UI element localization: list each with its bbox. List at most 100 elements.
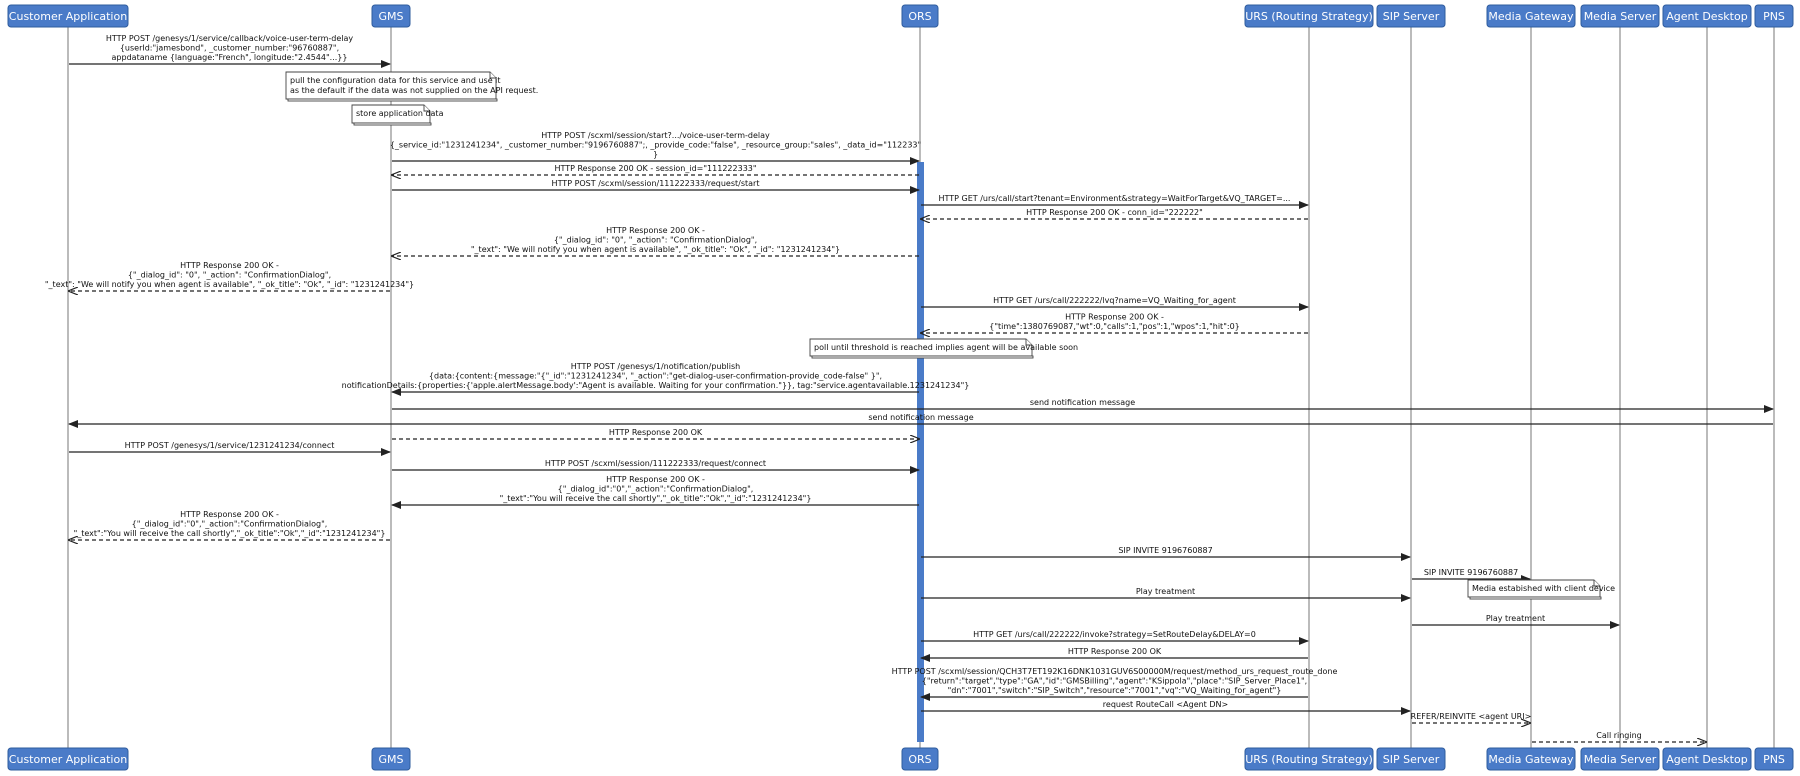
message-arrow: HTTP Response 200 OK -{"_dialog_id": "0"…: [392, 226, 919, 256]
note: poll until threshold is reached implies …: [809, 338, 1078, 359]
message-label: "_text":"You will receive the call short…: [500, 494, 812, 503]
message-label: HTTP POST /genesys/1/service/callback/vo…: [106, 34, 354, 43]
message-arrow: HTTP Response 200 OK: [920, 647, 1308, 662]
participant-label: ORS: [908, 753, 931, 766]
message-label: Call ringing: [1596, 731, 1642, 740]
message-label: send notification message: [868, 413, 973, 422]
message-label: HTTP POST /scxml/session/start?.../voice…: [541, 131, 770, 140]
participant-urs-bottom: URS (Routing Strategy): [1244, 747, 1374, 771]
message-arrow: HTTP GET /urs/call/222222/invoke?strateg…: [921, 630, 1309, 645]
participant-sip-top: SIP Server: [1376, 4, 1446, 28]
message-arrow: send notification message: [68, 413, 1773, 428]
participant-gms-top: GMS: [371, 4, 411, 28]
participant-customer-bottom: Customer Application: [7, 747, 129, 771]
ors-activation-bar: [917, 162, 924, 742]
message-label: HTTP POST /scxml/session/111222333/reque…: [545, 459, 766, 468]
participant-pns-bottom: PNS: [1754, 747, 1794, 771]
participant-mgw-top: Media Gateway: [1486, 4, 1576, 28]
participant-label: GMS: [379, 753, 404, 766]
message-label: {"time":1380769087,"wt":0,"calls":1,"pos…: [989, 322, 1240, 331]
participant-label: Customer Application: [9, 753, 127, 766]
message-label: HTTP GET /urs/call/222222/invoke?strateg…: [973, 630, 1256, 639]
message-label: HTTP POST /scxml/session/QCH3T7ET192K16D…: [892, 667, 1338, 676]
participant-pns-top: PNS: [1754, 4, 1794, 28]
message-arrow: request RouteCall <Agent DN>: [921, 700, 1411, 715]
message-arrow: HTTP Response 200 OK -{"_dialog_id": "0"…: [45, 261, 414, 291]
note-text: as the default if the data was not suppl…: [290, 86, 538, 95]
participant-label: SIP Server: [1383, 753, 1440, 766]
participant-label: URS (Routing Strategy): [1245, 10, 1373, 23]
message-arrow: Call ringing: [1532, 731, 1706, 742]
message-arrow: REFER/REINVITE <agent URI>: [1411, 712, 1532, 723]
message-arrow: HTTP POST /scxml/session/start?.../voice…: [390, 131, 921, 165]
message-label: {"_dialog_id": "0", "_action": "Confirma…: [554, 236, 757, 245]
message-arrow: HTTP Response 200 OK -{"_dialog_id":"0",…: [69, 510, 390, 540]
participant-mgw-bottom: Media Gateway: [1486, 747, 1576, 771]
message-label: HTTP Response 200 OK -: [180, 510, 279, 519]
message-arrow: SIP INVITE 9196760887: [921, 546, 1411, 561]
message-arrow: HTTP Response 200 OK -{"_dialog_id":"0",…: [391, 475, 919, 509]
message-arrow: HTTP Response 200 OK - session_id="11122…: [392, 164, 919, 175]
message-arrow: HTTP POST /scxml/session/111222333/reque…: [392, 179, 920, 194]
note: store application data: [351, 104, 444, 126]
note-text: poll until threshold is reached implies …: [814, 343, 1078, 352]
message-label: HTTP Response 200 OK -: [606, 475, 705, 484]
message-arrow: Play treatment: [921, 587, 1411, 602]
note-text: pull the configuration data for this ser…: [290, 76, 501, 85]
message-label: HTTP GET /urs/call/222222/lvq?name=VQ_Wa…: [993, 296, 1236, 305]
message-label: HTTP Response 200 OK - conn_id="222222": [1026, 208, 1203, 217]
message-label: "_text": "We will notify you when agent …: [45, 280, 414, 289]
message-arrow: send notification message: [392, 398, 1774, 413]
message-label: {"_dialog_id":"0","_action":"Confirmatio…: [558, 485, 754, 494]
message-arrow: HTTP POST /genesys/1/service/1231241234/…: [69, 441, 391, 456]
participant-label: PNS: [1763, 10, 1785, 23]
participant-sip-bottom: SIP Server: [1376, 747, 1446, 771]
participant-label: Media Gateway: [1488, 10, 1574, 23]
message-arrow: HTTP POST /scxml/session/QCH3T7ET192K16D…: [892, 667, 1338, 701]
message-label: {userId:"jamesbond", _customer_number:"9…: [120, 44, 339, 53]
message-arrow: SIP INVITE 9196760887: [1412, 568, 1531, 583]
participant-ms-top: Media Server: [1580, 4, 1660, 28]
message-label: "dn":"7001","switch":"SIP_Switch","resou…: [948, 686, 1282, 695]
message-arrow: Play treatment: [1412, 614, 1620, 629]
message-label: }: [653, 150, 658, 159]
participant-label: PNS: [1763, 753, 1785, 766]
message-label: Play treatment: [1486, 614, 1545, 623]
message-label: SIP INVITE 9196760887: [1118, 546, 1212, 555]
message-label: HTTP Response 200 OK -: [180, 261, 279, 270]
message-label: request RouteCall <Agent DN>: [1103, 700, 1228, 709]
participant-urs-top: URS (Routing Strategy): [1244, 4, 1374, 28]
note-text: Media estabished with client device: [1472, 584, 1615, 593]
message-label: {"_dialog_id": "0", "_action": "Confirma…: [128, 271, 331, 280]
note: pull the configuration data for this ser…: [285, 71, 538, 102]
note: Media estabished with client device: [1467, 579, 1615, 600]
message-label: send notification message: [1030, 398, 1135, 407]
message-label: HTTP GET /urs/call/start?tenant=Environm…: [939, 194, 1291, 203]
participant-label: Media Server: [1584, 753, 1657, 766]
message-label: HTTP POST /genesys/1/service/1231241234/…: [125, 441, 335, 450]
message-label: REFER/REINVITE <agent URI>: [1411, 712, 1532, 721]
notes: pull the configuration data for this ser…: [285, 71, 1615, 600]
participant-label: Media Server: [1584, 10, 1657, 23]
message-label: notificationDetails:{properties:{'apple.…: [342, 381, 970, 390]
participant-label: Customer Application: [9, 10, 127, 23]
messages: HTTP POST /genesys/1/service/callback/vo…: [45, 34, 1774, 742]
participant-label: Agent Desktop: [1666, 10, 1747, 23]
participant-label: SIP Server: [1383, 10, 1440, 23]
message-label: HTTP Response 200 OK - session_id="11122…: [554, 164, 756, 173]
message-label: {data:{content:{message:"{"_id":"1231241…: [429, 372, 882, 381]
participant-label: ORS: [908, 10, 931, 23]
message-label: "_text": "We will notify you when agent …: [471, 245, 840, 254]
participant-agent-bottom: Agent Desktop: [1662, 747, 1752, 771]
participant-label: URS (Routing Strategy): [1245, 753, 1373, 766]
message-arrow: HTTP GET /urs/call/start?tenant=Environm…: [921, 194, 1309, 209]
message-arrow: HTTP Response 200 OK - conn_id="222222": [921, 208, 1308, 219]
message-label: "_text":"You will receive the call short…: [74, 529, 386, 538]
message-label: Play treatment: [1136, 587, 1195, 596]
participant-agent-top: Agent Desktop: [1662, 4, 1752, 28]
message-label: HTTP POST /genesys/1/notification/publis…: [571, 362, 740, 371]
message-label: HTTP Response 200 OK -: [606, 226, 705, 235]
message-label: {"_dialog_id":"0","_action":"Confirmatio…: [132, 520, 328, 529]
